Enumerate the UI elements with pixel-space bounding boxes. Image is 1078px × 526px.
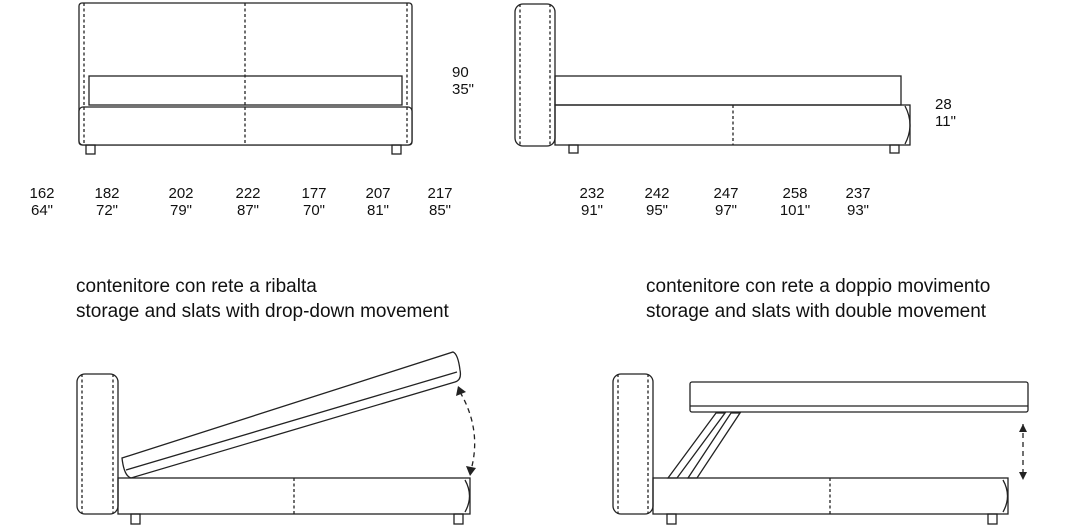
foot <box>453 513 464 525</box>
length-cm: 237 <box>845 185 871 202</box>
length-option: 237 93" <box>837 185 879 219</box>
width-cm: 207 <box>365 185 391 202</box>
length-option: 242 95" <box>636 185 678 219</box>
drop-down-caption: contenitore con rete a ribalta storage a… <box>76 274 449 324</box>
frame-height-cm: 28 <box>935 96 952 113</box>
tilted-slats-edge <box>125 371 458 471</box>
width-option: 207 81" <box>358 185 398 219</box>
caption-italian: contenitore con rete a doppio movimento <box>646 276 991 297</box>
width-option: 222 87" <box>228 185 268 219</box>
headboard-side <box>514 3 556 147</box>
arrow-head <box>1019 424 1027 432</box>
front-view-drawing <box>78 2 413 155</box>
arrow-head <box>1019 472 1027 480</box>
rotation-arrow <box>459 391 476 471</box>
width-in: 72" <box>95 202 118 219</box>
length-option: 232 91" <box>571 185 613 219</box>
width-cm: 182 <box>94 185 120 202</box>
width-in: 64" <box>30 202 53 219</box>
length-cm: 232 <box>579 185 605 202</box>
caption-english: storage and slats with double movement <box>646 301 987 322</box>
height-cm: 90 <box>452 64 469 81</box>
frame-height-in: 11" <box>935 113 956 130</box>
caption-italian: contenitore con rete a ribalta <box>76 276 317 297</box>
arrow-head <box>456 386 466 396</box>
length-in: 93" <box>846 202 869 219</box>
length-in: 101" <box>779 202 811 219</box>
width-in: 81" <box>366 202 389 219</box>
width-option: 217 85" <box>420 185 460 219</box>
length-in: 97" <box>714 202 737 219</box>
lift-arm <box>666 412 727 479</box>
width-in: 70" <box>302 202 325 219</box>
lifted-slats <box>689 381 1029 413</box>
length-cm: 258 <box>782 185 808 202</box>
lift-arm <box>686 412 742 479</box>
width-in: 87" <box>236 202 259 219</box>
width-cm: 177 <box>301 185 327 202</box>
mattress-front <box>88 75 403 106</box>
double-movement-caption: contenitore con rete a doppio movimento … <box>646 274 990 324</box>
width-option: 162 64" <box>22 185 62 219</box>
width-option: 202 79" <box>161 185 201 219</box>
mattress-side <box>554 75 902 106</box>
length-cm: 242 <box>644 185 670 202</box>
width-cm: 222 <box>235 185 261 202</box>
side-view-drawing <box>514 3 911 154</box>
width-cm: 162 <box>29 185 55 202</box>
length-option: 247 97" <box>705 185 747 219</box>
arrow-head <box>466 466 476 476</box>
width-in: 85" <box>428 202 451 219</box>
double-movement-drawing <box>612 373 1029 525</box>
footboard-cushion <box>464 479 471 513</box>
width-option: 182 72" <box>87 185 127 219</box>
height-in: 35" <box>452 81 475 98</box>
width-cm: 217 <box>427 185 453 202</box>
drop-down-drawing <box>76 351 476 525</box>
tilted-slats <box>121 351 462 479</box>
length-cm: 247 <box>713 185 739 202</box>
foot <box>889 144 900 154</box>
foot <box>130 513 141 525</box>
width-cm: 202 <box>168 185 194 202</box>
width-option: 177 70" <box>294 185 334 219</box>
front-height-label: 90 35" <box>452 64 486 98</box>
foot <box>568 144 579 154</box>
length-in: 91" <box>580 202 603 219</box>
foot <box>666 513 677 525</box>
footboard-cushion <box>904 105 911 145</box>
side-height-label: 28 11" <box>935 96 969 130</box>
footboard-cushion <box>1002 479 1009 513</box>
caption-english: storage and slats with drop-down movemen… <box>76 301 449 322</box>
foot <box>85 144 96 155</box>
foot <box>987 513 998 525</box>
headboard-side <box>76 373 119 515</box>
width-in: 79" <box>169 202 192 219</box>
length-option: 258 101" <box>772 185 818 219</box>
foot <box>391 144 402 155</box>
length-in: 95" <box>645 202 668 219</box>
headboard-side <box>612 373 654 515</box>
